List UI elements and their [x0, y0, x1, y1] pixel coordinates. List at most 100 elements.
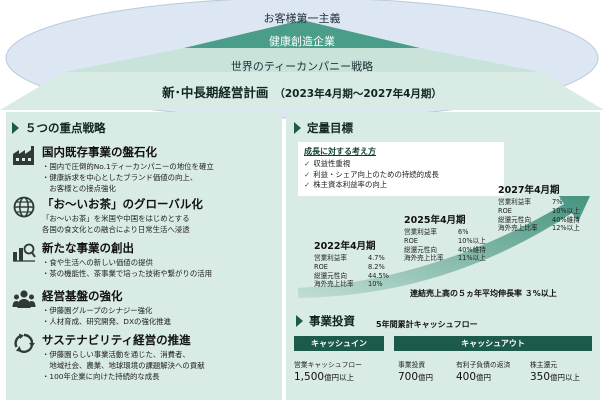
kpi-value: 10% — [368, 280, 383, 289]
mindset-item: ✓株主資本利益率の向上 — [304, 180, 498, 191]
kpi-name: 総還元性向 — [314, 271, 347, 280]
heading-marker-icon — [294, 122, 301, 134]
strategy-description: ・国内で圧倒的No.1ティーカンパニーの地位を確立 ・健康訴求を中心としたブラン… — [42, 161, 214, 194]
kpi-row: 海外売上比率 10% — [314, 280, 389, 289]
strategy-line: ・茶の機能性、茶事業で培った技術や繋がりの活用 — [42, 269, 212, 278]
kpi-name: ROE — [314, 262, 328, 271]
strategy-title: 新たな事業の創出 — [42, 241, 134, 255]
strategy-description: 「お～いお茶」を米国や中国をはじめとする 各国の食文化との融合により日常生活へ浸… — [42, 213, 190, 235]
strategy-description: ・伊藤園グループのシナジー強化 ・人材育成、研究開発、DXの強化推進 — [42, 305, 171, 327]
strategy-description: ・食や生活への新しい価値の提供 ・茶の機能性、茶事業で培った技術や繋がりの活用 — [42, 257, 212, 279]
cf-operating: 営業キャッシュフロー 1,500億円以上 — [294, 359, 362, 383]
targets-heading: 定量目標 — [294, 120, 353, 136]
kpi-name: 営業利益率 — [498, 198, 531, 206]
targets-panel: 定量目標 成長に対する考え方 ✓収益性重視 ✓利益・シェア向上のための持続的成長… — [286, 112, 600, 400]
cf-item-label: 事業投資 — [398, 361, 426, 369]
cash-out-label: キャッシュアウト — [394, 336, 592, 351]
factory-icon — [13, 146, 34, 165]
strategy-title: サステナビリティ経営の推進 — [42, 333, 191, 347]
kpi-name: 海外売上比率 — [314, 280, 354, 289]
kpi-row: 海外売上比率 11%以上 — [404, 254, 486, 263]
cf-item-label: 営業キャッシュフロー — [294, 361, 362, 369]
growth-arrow — [298, 196, 590, 298]
strategies-panel: ５つの重点戦略 国内既存事業の盤石化 ・国内で圧倒的No.1ティーカンパニーの地… — [6, 112, 282, 400]
kpi-value: 4.7% — [368, 254, 385, 262]
investment-heading: 事業投資 — [296, 313, 355, 329]
strategy-line: 各国の食文化との融合により日常生活へ浸透 — [42, 225, 190, 234]
year-title: 2025年4月期 — [404, 215, 466, 226]
cf-business-investment: 事業投資 700億円 — [398, 359, 433, 383]
kpi-value: 40%維持 — [552, 215, 580, 224]
cf-amount-value: 350 — [530, 371, 551, 383]
kpi-value: 7% — [552, 198, 563, 206]
heading-marker-icon — [296, 315, 303, 327]
strategy-line: 「お～いお茶」を米国や中国をはじめとする — [42, 214, 190, 223]
strategy-line: 地域社会、農業、地球環境の課題解決への貢献 — [42, 361, 205, 370]
kpi-value: 10%以上 — [458, 236, 486, 245]
people-icon — [12, 290, 36, 308]
targets-heading-text: 定量目標 — [307, 121, 353, 135]
strategies-heading-text: ５つの重点戦略 — [25, 121, 106, 135]
strategy-line: ・国内で圧倒的No.1ティーカンパニーの地位を確立 — [42, 162, 214, 171]
cf-item-label: 株主還元 — [530, 361, 558, 369]
globe-icon — [13, 196, 35, 218]
kpi-row: 総還元性向 40%維持 — [498, 216, 580, 225]
cf-amount-unit: 億円 — [418, 373, 434, 382]
cashflow-caption: 5年間累計キャッシュフロー — [376, 320, 478, 329]
plan-title-text: 新･中長期経営計画 — [162, 85, 269, 100]
cf-amount-value: 700 — [398, 371, 419, 383]
strategy-line: ・健康訴求を中心としたブランド価値の向上、 — [42, 173, 198, 182]
investment-heading-text: 事業投資 — [309, 314, 355, 328]
cf-amount-value: 400 — [456, 371, 477, 383]
strategy-description: ・伊藤園らしい事業活動を通じた、消費者、 地域社会、農業、地球環境の課題解決への… — [42, 349, 205, 382]
innovation-icon — [13, 243, 36, 262]
kpi-name: 海外売上比率 — [404, 254, 444, 263]
cf-amount-unit: 億円以上 — [550, 373, 581, 382]
mindset-item: ✓収益性重視 — [304, 159, 498, 170]
kpi-value: 44.5% — [368, 271, 389, 280]
kpi-name: 営業利益率 — [404, 228, 437, 236]
cf-item-label: 有利子負債の返済 — [456, 361, 511, 369]
kpi-row: 総還元性向 44.5% — [314, 272, 389, 281]
mindset-title: 成長に対する考え方 — [304, 147, 376, 156]
year-title: 2022年4月期 — [314, 241, 376, 252]
cf-item-amount: 700億円 — [398, 371, 433, 383]
kpi-row: 総還元性向 40%維持 — [404, 246, 486, 255]
cf-amount-unit: 億円 — [476, 373, 492, 382]
cf-item-amount: 400億円 — [456, 371, 510, 383]
plan-period: （2023年4月期〜2027年4月期） — [274, 88, 442, 100]
mindset-item: ✓利益・シェア向上のための持続的成長 — [304, 170, 498, 181]
mindset-text: 利益・シェア向上のための持続的成長 — [313, 169, 439, 179]
cf-amount-unit: 億円以上 — [324, 373, 355, 382]
strategy-line: お客様との接点強化 — [42, 184, 116, 193]
strategy-line: ・伊藤園グループのシナジー強化 — [42, 306, 153, 315]
strategy-title: 国内既存事業の盤石化 — [42, 145, 157, 159]
heading-marker-icon — [12, 122, 19, 134]
kpi-value: 10%以上 — [552, 206, 580, 215]
mindset-text: 株主資本利益率の向上 — [313, 180, 388, 189]
recycle-icon — [14, 333, 35, 353]
strategy-line: ・人材育成、研究開発、DXの強化推進 — [42, 317, 172, 326]
kpi-name: 総還元性向 — [498, 215, 531, 224]
kpi-value: 40%維持 — [458, 245, 486, 254]
strategy-line: ・伊藤園らしい事業活動を通じた、消費者、 — [42, 350, 190, 359]
kpi-value: 11%以上 — [458, 254, 486, 263]
check-icon: ✓ — [304, 180, 311, 189]
cf-shareholder-return: 株主還元 350億円以上 — [530, 359, 580, 383]
philosophy-pyramid — [0, 0, 604, 119]
growth-mindset-box: 成長に対する考え方 ✓収益性重視 ✓利益・シェア向上のための持続的成長 ✓株主資… — [298, 142, 504, 196]
plan-title: 新･中長期経営計画 （2023年4月期〜2027年4月期） — [0, 82, 604, 101]
year-title: 2027年4月期 — [498, 185, 560, 196]
principle-customer-first: お客様第一主義 — [263, 12, 341, 25]
strategy-title: 経営基盤の強化 — [42, 289, 123, 303]
kpi-name: 総還元性向 — [404, 245, 437, 254]
sales-growth-target: 連結売上高の５ヵ年平均伸長率 ３%以上 — [410, 289, 557, 298]
